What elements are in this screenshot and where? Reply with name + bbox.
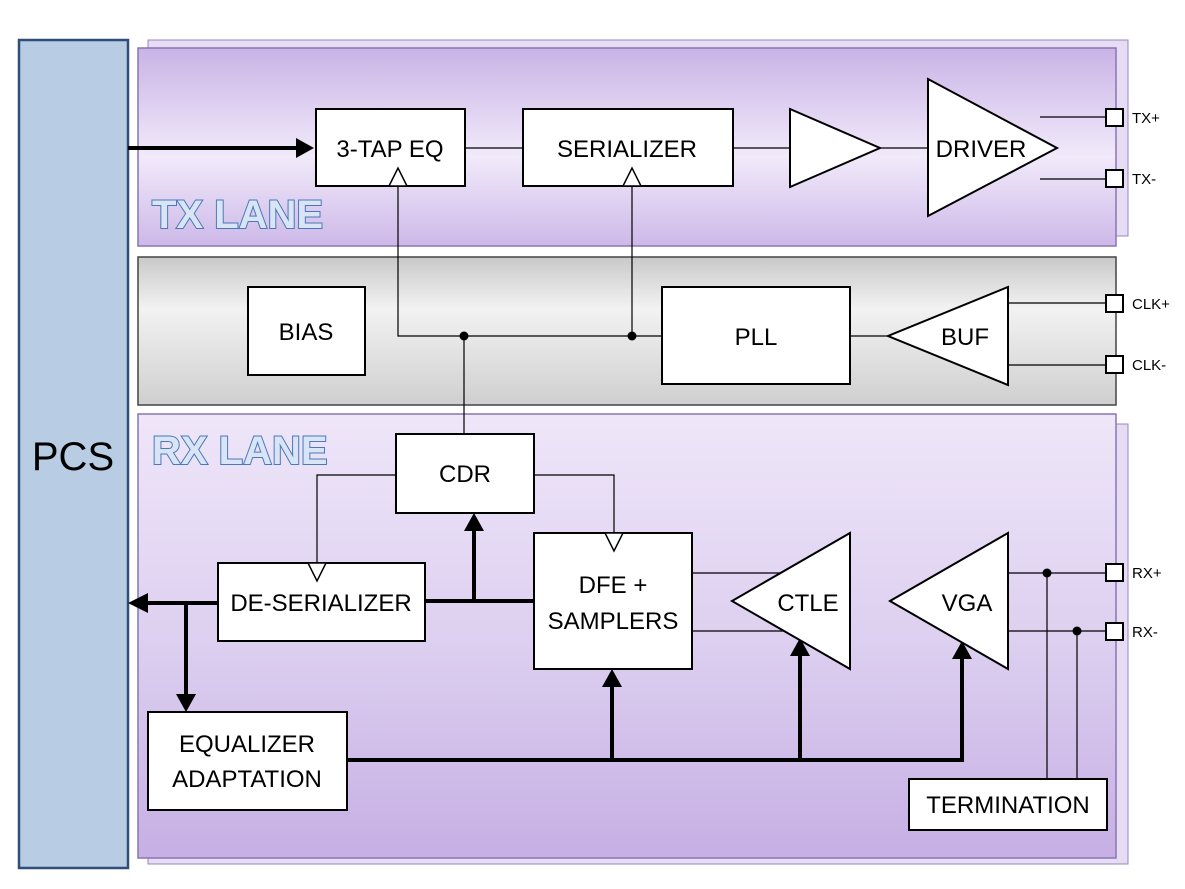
pin-tx-minus-label: TX- bbox=[1132, 171, 1156, 188]
dfe-label-line1: DFE + bbox=[579, 572, 648, 599]
serializer-label: SERIALIZER bbox=[557, 136, 697, 163]
pin-rx-minus: RX- bbox=[1105, 622, 1158, 641]
driver-block: DRIVER bbox=[927, 77, 1060, 218]
junction-dots bbox=[459, 331, 1082, 636]
eq-block: 3-TAP EQ bbox=[315, 108, 466, 187]
pin-clk-minus: CLK- bbox=[1105, 355, 1166, 374]
pll-block: PLL bbox=[661, 286, 851, 385]
pin-tx-plus: TX+ bbox=[1105, 108, 1160, 127]
dfe-samplers-block: DFE + SAMPLERS bbox=[533, 532, 693, 670]
eq-adapt-label-line2: ADAPTATION bbox=[172, 766, 322, 793]
buf-label: BUF bbox=[941, 324, 989, 351]
eq-adapt-label-line1: EQUALIZER bbox=[179, 731, 315, 758]
equalizer-adaptation-block: EQUALIZER ADAPTATION bbox=[147, 711, 348, 811]
deserializer-label: DE-SERIALIZER bbox=[230, 590, 411, 617]
bias-label: BIAS bbox=[279, 319, 334, 346]
pcs-block: PCS bbox=[17, 38, 130, 870]
pin-rx-plus-label: RX+ bbox=[1132, 565, 1162, 582]
bus-arrowheads bbox=[128, 138, 972, 712]
pin-clk-minus-label: CLK- bbox=[1132, 357, 1166, 374]
pin-clk-plus-label: CLK+ bbox=[1132, 296, 1170, 313]
termination-block: TERMINATION bbox=[908, 778, 1108, 831]
pll-label: PLL bbox=[735, 324, 778, 351]
ctle-block: CTLE bbox=[729, 531, 851, 671]
dfe-label-line2: SAMPLERS bbox=[548, 608, 679, 635]
ctle-label: CTLE bbox=[777, 590, 838, 617]
cdr-block: CDR bbox=[395, 433, 535, 514]
buf-block: BUF bbox=[885, 285, 1009, 387]
bias-block: BIAS bbox=[247, 286, 366, 376]
thick-buses bbox=[128, 146, 964, 762]
cdr-label: CDR bbox=[439, 461, 491, 488]
pin-tx-plus-label: TX+ bbox=[1132, 110, 1160, 127]
pin-rx-plus: RX+ bbox=[1105, 563, 1162, 582]
pre-driver-buffer bbox=[789, 107, 883, 189]
tx-lane-title: TX LANE bbox=[152, 193, 323, 237]
rx-lane-title: RX LANE bbox=[152, 429, 328, 473]
eq-label: 3-TAP EQ bbox=[336, 136, 443, 163]
vga-label: VGA bbox=[942, 590, 993, 617]
pcs-label: PCS bbox=[32, 435, 114, 479]
pin-tx-minus: TX- bbox=[1105, 169, 1156, 188]
vga-block: VGA bbox=[887, 531, 1009, 671]
driver-label: DRIVER bbox=[936, 136, 1027, 163]
deserializer-block: DE-SERIALIZER bbox=[217, 562, 426, 642]
serializer-block: SERIALIZER bbox=[522, 108, 734, 187]
pin-clk-plus: CLK+ bbox=[1105, 294, 1170, 313]
termination-label: TERMINATION bbox=[926, 792, 1090, 819]
pin-rx-minus-label: RX- bbox=[1132, 624, 1158, 641]
